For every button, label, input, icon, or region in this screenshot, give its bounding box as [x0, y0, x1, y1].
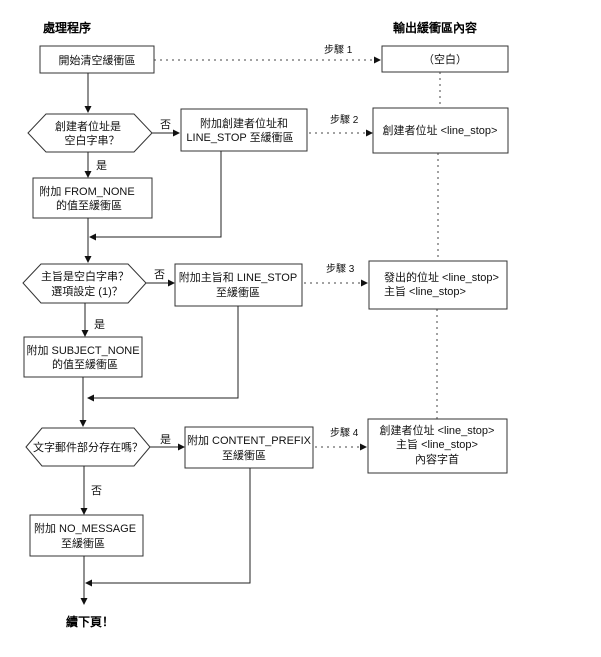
svg-text:附加 CONTENT_PREFIX: 附加 CONTENT_PREFIX [187, 433, 312, 447]
svg-text:發出的位址 <line_stop>: 發出的位址 <line_stop> [384, 270, 499, 284]
process-header: 處理程序 [43, 20, 91, 35]
merge-arrow [87, 306, 239, 402]
svg-text:的值至緩衝區: 的值至緩衝區 [52, 357, 118, 371]
yes-label: 是 [160, 433, 171, 446]
merge-arrow [85, 468, 251, 587]
svg-text:主旨是空白字串？: 主旨是空白字串？ [41, 269, 129, 283]
merge-arrow [89, 151, 222, 241]
append-subject-box: 附加主旨和 LINE_STOP 至緩衝區 [174, 263, 303, 307]
svg-text:開始清空緩衝區: 開始清空緩衝區 [59, 53, 136, 67]
decision-creator-empty: 創建者位址是 空白字串？ [27, 113, 153, 153]
svg-text:至緩衝區: 至緩衝區 [61, 536, 105, 550]
output-step1-box: （空白） [381, 45, 509, 73]
continue-next-page: 續下頁！ [66, 614, 114, 629]
step3-label: 步驟 3 [326, 263, 355, 275]
svg-text:內容字首: 內容字首 [415, 452, 459, 466]
svg-text:的值至緩衝區: 的值至緩衝區 [56, 198, 122, 212]
svg-text:附加創建者位址和: 附加創建者位址和 [200, 116, 288, 130]
svg-text:附加 NO_MESSAGE: 附加 NO_MESSAGE [34, 521, 136, 535]
svg-text:文字郵件部分存在嗎？: 文字郵件部分存在嗎？ [33, 440, 143, 454]
svg-text:至緩衝區: 至緩衝區 [216, 285, 260, 299]
svg-text:創建者位址 <line_stop>: 創建者位址 <line_stop> [380, 423, 495, 437]
svg-text:附加 FROM_NONE: 附加 FROM_NONE [39, 184, 134, 198]
no-label: 否 [160, 119, 171, 131]
svg-text:主旨 <line_stop>: 主旨 <line_stop> [384, 285, 466, 298]
svg-text:至緩衝區: 至緩衝區 [222, 448, 266, 462]
start-box: 開始清空緩衝區 [39, 45, 155, 74]
svg-text:空白字串？: 空白字串？ [65, 133, 120, 147]
yes-label: 是 [94, 318, 105, 331]
append-creator-box: 附加創建者位址和 LINE_STOP 至緩衝區 [180, 108, 308, 152]
output-step4-box: 創建者位址 <line_stop> 主旨 <line_stop> 內容字首 [367, 418, 508, 474]
append-no-message-box: 附加 NO_MESSAGE 至緩衝區 [29, 514, 144, 557]
svg-text:附加 SUBJECT_NONE: 附加 SUBJECT_NONE [26, 343, 139, 357]
svg-text:創建者位址 <line_stop>: 創建者位址 <line_stop> [383, 123, 498, 137]
no-label: 否 [91, 485, 102, 497]
append-subject-none-box: 附加 SUBJECT_NONE 的值至緩衝區 [23, 336, 143, 378]
svg-text:（空白）: （空白） [423, 52, 467, 66]
svg-text:附加主旨和 LINE_STOP: 附加主旨和 LINE_STOP [179, 270, 297, 284]
step1-label: 步驟 1 [324, 44, 353, 56]
no-label: 否 [154, 269, 165, 281]
svg-text:主旨 <line_stop>: 主旨 <line_stop> [396, 438, 478, 451]
svg-text:選項設定 (1)？: 選項設定 (1)？ [51, 284, 123, 298]
svg-text:創建者位址是: 創建者位址是 [55, 119, 121, 133]
output-step3-box: 發出的位址 <line_stop> 主旨 <line_stop> [368, 260, 508, 310]
yes-label: 是 [96, 159, 107, 172]
decision-text-part-exists: 文字郵件部分存在嗎？ [25, 427, 151, 467]
step4-label: 步驟 4 [330, 427, 359, 439]
append-from-none-box: 附加 FROM_NONE 的值至緩衝區 [32, 177, 153, 219]
step2-label: 步驟 2 [330, 114, 359, 126]
append-content-prefix-box: 附加 CONTENT_PREFIX 至緩衝區 [184, 426, 314, 469]
output-step2-box: 創建者位址 <line_stop> [372, 107, 509, 154]
svg-text:LINE_STOP 至緩衝區: LINE_STOP 至緩衝區 [186, 130, 293, 144]
decision-subject-empty: 主旨是空白字串？ 選項設定 (1)？ [22, 263, 147, 304]
output-header: 輸出緩衝區內容 [393, 20, 477, 35]
